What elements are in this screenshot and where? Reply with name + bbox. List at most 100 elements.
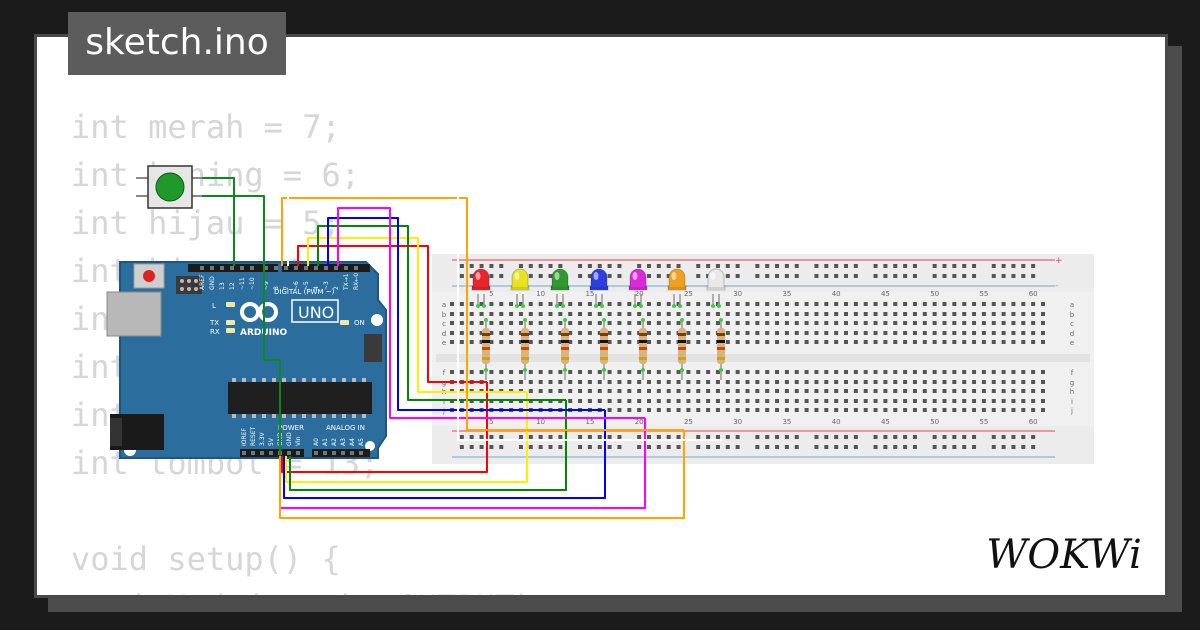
digital-pin-label: ~10 — [249, 277, 256, 290]
power-label: POWER — [278, 424, 304, 432]
breadboard-column-numbers: 5510101515202025253030353540404545505055… — [489, 290, 1037, 426]
row-letter: e — [1070, 339, 1074, 347]
row-letter: i — [443, 398, 445, 406]
analog-pin-label: A5 — [358, 438, 365, 446]
column-number: 35 — [782, 418, 791, 426]
power-pin-label: IOREF — [241, 428, 248, 446]
arduino-logo-icon — [240, 302, 278, 322]
row-letter: c — [442, 320, 446, 328]
resistor — [521, 318, 529, 380]
led-magenta[interactable] — [628, 268, 648, 308]
pushbutton[interactable] — [136, 165, 202, 209]
usb-port — [106, 291, 162, 337]
row-letter: j — [1070, 407, 1073, 415]
digital-pin-label: 13 — [219, 282, 226, 290]
digital-label: DIGITAL (PWM ~) — [274, 288, 335, 296]
breadboard: 5510101515202025253030353540404545505055… — [432, 254, 1094, 464]
column-number: 45 — [881, 418, 890, 426]
row-letter: c — [1070, 320, 1074, 328]
resistor — [639, 318, 647, 380]
resistor — [482, 318, 490, 380]
digital-pin-label: ~11 — [239, 277, 246, 290]
column-number: 40 — [832, 418, 841, 426]
column-number: 30 — [733, 418, 742, 426]
code-line: int hijau = 5; — [71, 204, 341, 242]
led-red[interactable] — [471, 268, 491, 308]
digital-pin-label: 7 — [283, 286, 290, 290]
led-white[interactable] — [706, 268, 726, 308]
wire — [285, 237, 528, 483]
digital-pin-label: GND — [209, 276, 216, 290]
code-line: int merah = 7; — [71, 108, 341, 146]
power-pin-label: GND — [286, 432, 293, 446]
row-letter: d — [1070, 330, 1074, 338]
l-led-label: L — [212, 302, 216, 310]
resistor — [717, 318, 725, 380]
row-letter: a — [1070, 301, 1074, 309]
row-letter: h — [1070, 388, 1074, 396]
leds-and-resistors — [471, 268, 726, 380]
digital-pin-label: ~9 — [263, 281, 270, 290]
uno-label: UNO — [298, 303, 334, 322]
row-letter: f — [443, 369, 446, 377]
wire — [279, 197, 685, 519]
code-line: pinMode(merah, OUTPUT); — [71, 583, 553, 595]
analog-pin-label: A4 — [349, 438, 356, 446]
column-number: 20 — [635, 418, 644, 426]
column-number: 30 — [733, 290, 742, 298]
digital-pin-label: 4 — [313, 286, 320, 290]
digital-pin-label: 8 — [273, 286, 280, 290]
led-orange[interactable] — [667, 268, 687, 308]
power-pin-label: RESET — [250, 426, 257, 446]
column-number: 10 — [536, 418, 545, 426]
digital-pin-label: ~3 — [323, 281, 330, 290]
led-blue[interactable] — [589, 268, 609, 308]
digital-pin-label: AREF — [199, 274, 206, 290]
column-number: 50 — [930, 418, 939, 426]
digital-pin-label: RX←0 — [353, 273, 360, 290]
analog-pin-label: A3 — [340, 438, 347, 446]
row-letter: g — [1070, 379, 1074, 387]
power-pin-label: 5V — [268, 437, 275, 446]
file-title-tab: sketch.ino — [68, 12, 286, 75]
column-number: 60 — [1029, 290, 1038, 298]
wokwi-logo: WOKWi — [986, 532, 1142, 578]
digital-pin-label: 2 — [333, 286, 340, 290]
wokwi-logo-text: WOKWi — [986, 532, 1142, 578]
rail-plus-label: + — [1055, 256, 1063, 266]
resistor — [561, 318, 569, 380]
rail-minus-label: - — [1055, 281, 1058, 291]
atmega-chip — [228, 382, 372, 414]
code-line: void setup() { — [71, 540, 341, 578]
column-number: 25 — [684, 290, 693, 298]
row-letter: b — [442, 311, 447, 319]
power-pin-label: Vin — [295, 436, 302, 446]
on-led-label: ON — [354, 319, 365, 327]
led-green[interactable] — [550, 268, 570, 308]
wire — [287, 189, 722, 441]
reset-button[interactable] — [143, 270, 155, 282]
column-number: 25 — [684, 418, 693, 426]
digital-pin-label: ~6 — [293, 281, 300, 290]
row-letter: e — [442, 339, 446, 347]
wires — [202, 177, 722, 519]
row-letter: d — [442, 330, 446, 338]
column-number: 35 — [782, 290, 791, 298]
row-letter: i — [1071, 398, 1073, 406]
wire — [202, 177, 235, 266]
column-number: 45 — [881, 290, 890, 298]
pushbutton-cap[interactable] — [155, 172, 185, 202]
digital-pin-label: TX→1 — [343, 273, 350, 291]
wire — [281, 245, 488, 473]
analog-pin-label: A1 — [322, 438, 329, 446]
column-number: 60 — [1029, 418, 1038, 426]
analog-pin-label: A2 — [331, 438, 338, 446]
led-yellow[interactable] — [510, 268, 530, 308]
resistor — [600, 318, 608, 380]
column-number: 55 — [979, 290, 988, 298]
row-letter: f — [1071, 369, 1074, 377]
